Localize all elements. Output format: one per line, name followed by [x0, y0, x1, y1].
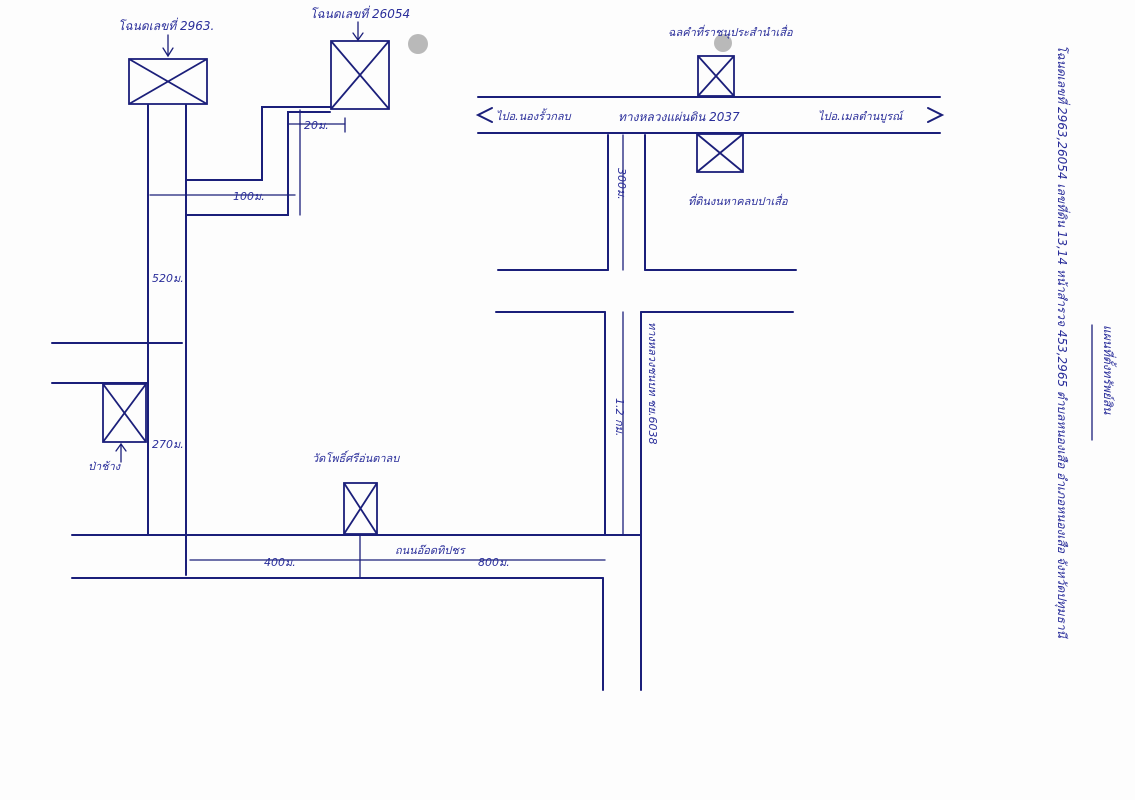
dist-12km: 1.2 กม. [613, 398, 626, 436]
label-plot-26054: โฉนดเลขที่ 26054 [310, 5, 410, 21]
plot-box-temple [343, 482, 378, 535]
dist-20: 20ม. [304, 119, 329, 132]
branch-road-upper [185, 106, 331, 181]
label-local-road: ถนนอ๊อดทิปชร [395, 544, 467, 557]
arrow-right-icon [927, 107, 945, 123]
label-highway: ทางหลวงแผ่นดิน 2037 [618, 110, 740, 124]
label-plot-below-road: ที่ดินงนหาคลบปาเสื่อ [688, 193, 788, 208]
branch-road-lower [185, 111, 331, 216]
punch-hole-right [714, 34, 732, 52]
arrow-left-icon [475, 107, 493, 123]
label-plot-top-right: ฉลคำที่ราชนุประสำนำเสื่อ [668, 24, 793, 39]
dist-400: 400ม. [264, 556, 296, 569]
label-forest: ป่าช้าง [88, 460, 122, 473]
punch-hole-left [408, 34, 428, 54]
dist-270: 270ม. [152, 438, 184, 451]
dist-800: 800ม. [478, 556, 510, 569]
label-temple: วัดโพธิ์ศรีอ่นตาลบ [312, 450, 400, 465]
plot-box-forest [102, 383, 147, 443]
pointer-2963-head [162, 47, 174, 58]
plot-box-26054 [330, 40, 390, 110]
dist-100: 100ม. [233, 190, 265, 203]
side-description-main: โฉนดเลขที่ 2963,26054 เลขที่ดิน 13,14 หน… [1054, 45, 1071, 639]
plot-box-top-right [697, 55, 735, 97]
side-description-title: แผนที่ตั้งทรัพย์สิน [1101, 325, 1117, 415]
label-plot-2963: โฉนดเลขที่ 2963. [118, 17, 214, 33]
pointer-forest-head [115, 442, 127, 452]
label-left-destination: ไปอ.นองรั้วกลบ [496, 108, 572, 123]
dist-520: 520ม. [152, 272, 184, 285]
label-rural-road: ทางหลวงชนบท ชย.6038 [646, 322, 659, 444]
pointer-26054-head [352, 32, 364, 42]
dist-300: 300ม. [615, 168, 628, 200]
label-right-destination: ไปอ.เมลตำนบูรณ์ [818, 110, 905, 123]
plot-box-2963 [128, 58, 208, 105]
plot-box-below-highway [696, 133, 744, 173]
